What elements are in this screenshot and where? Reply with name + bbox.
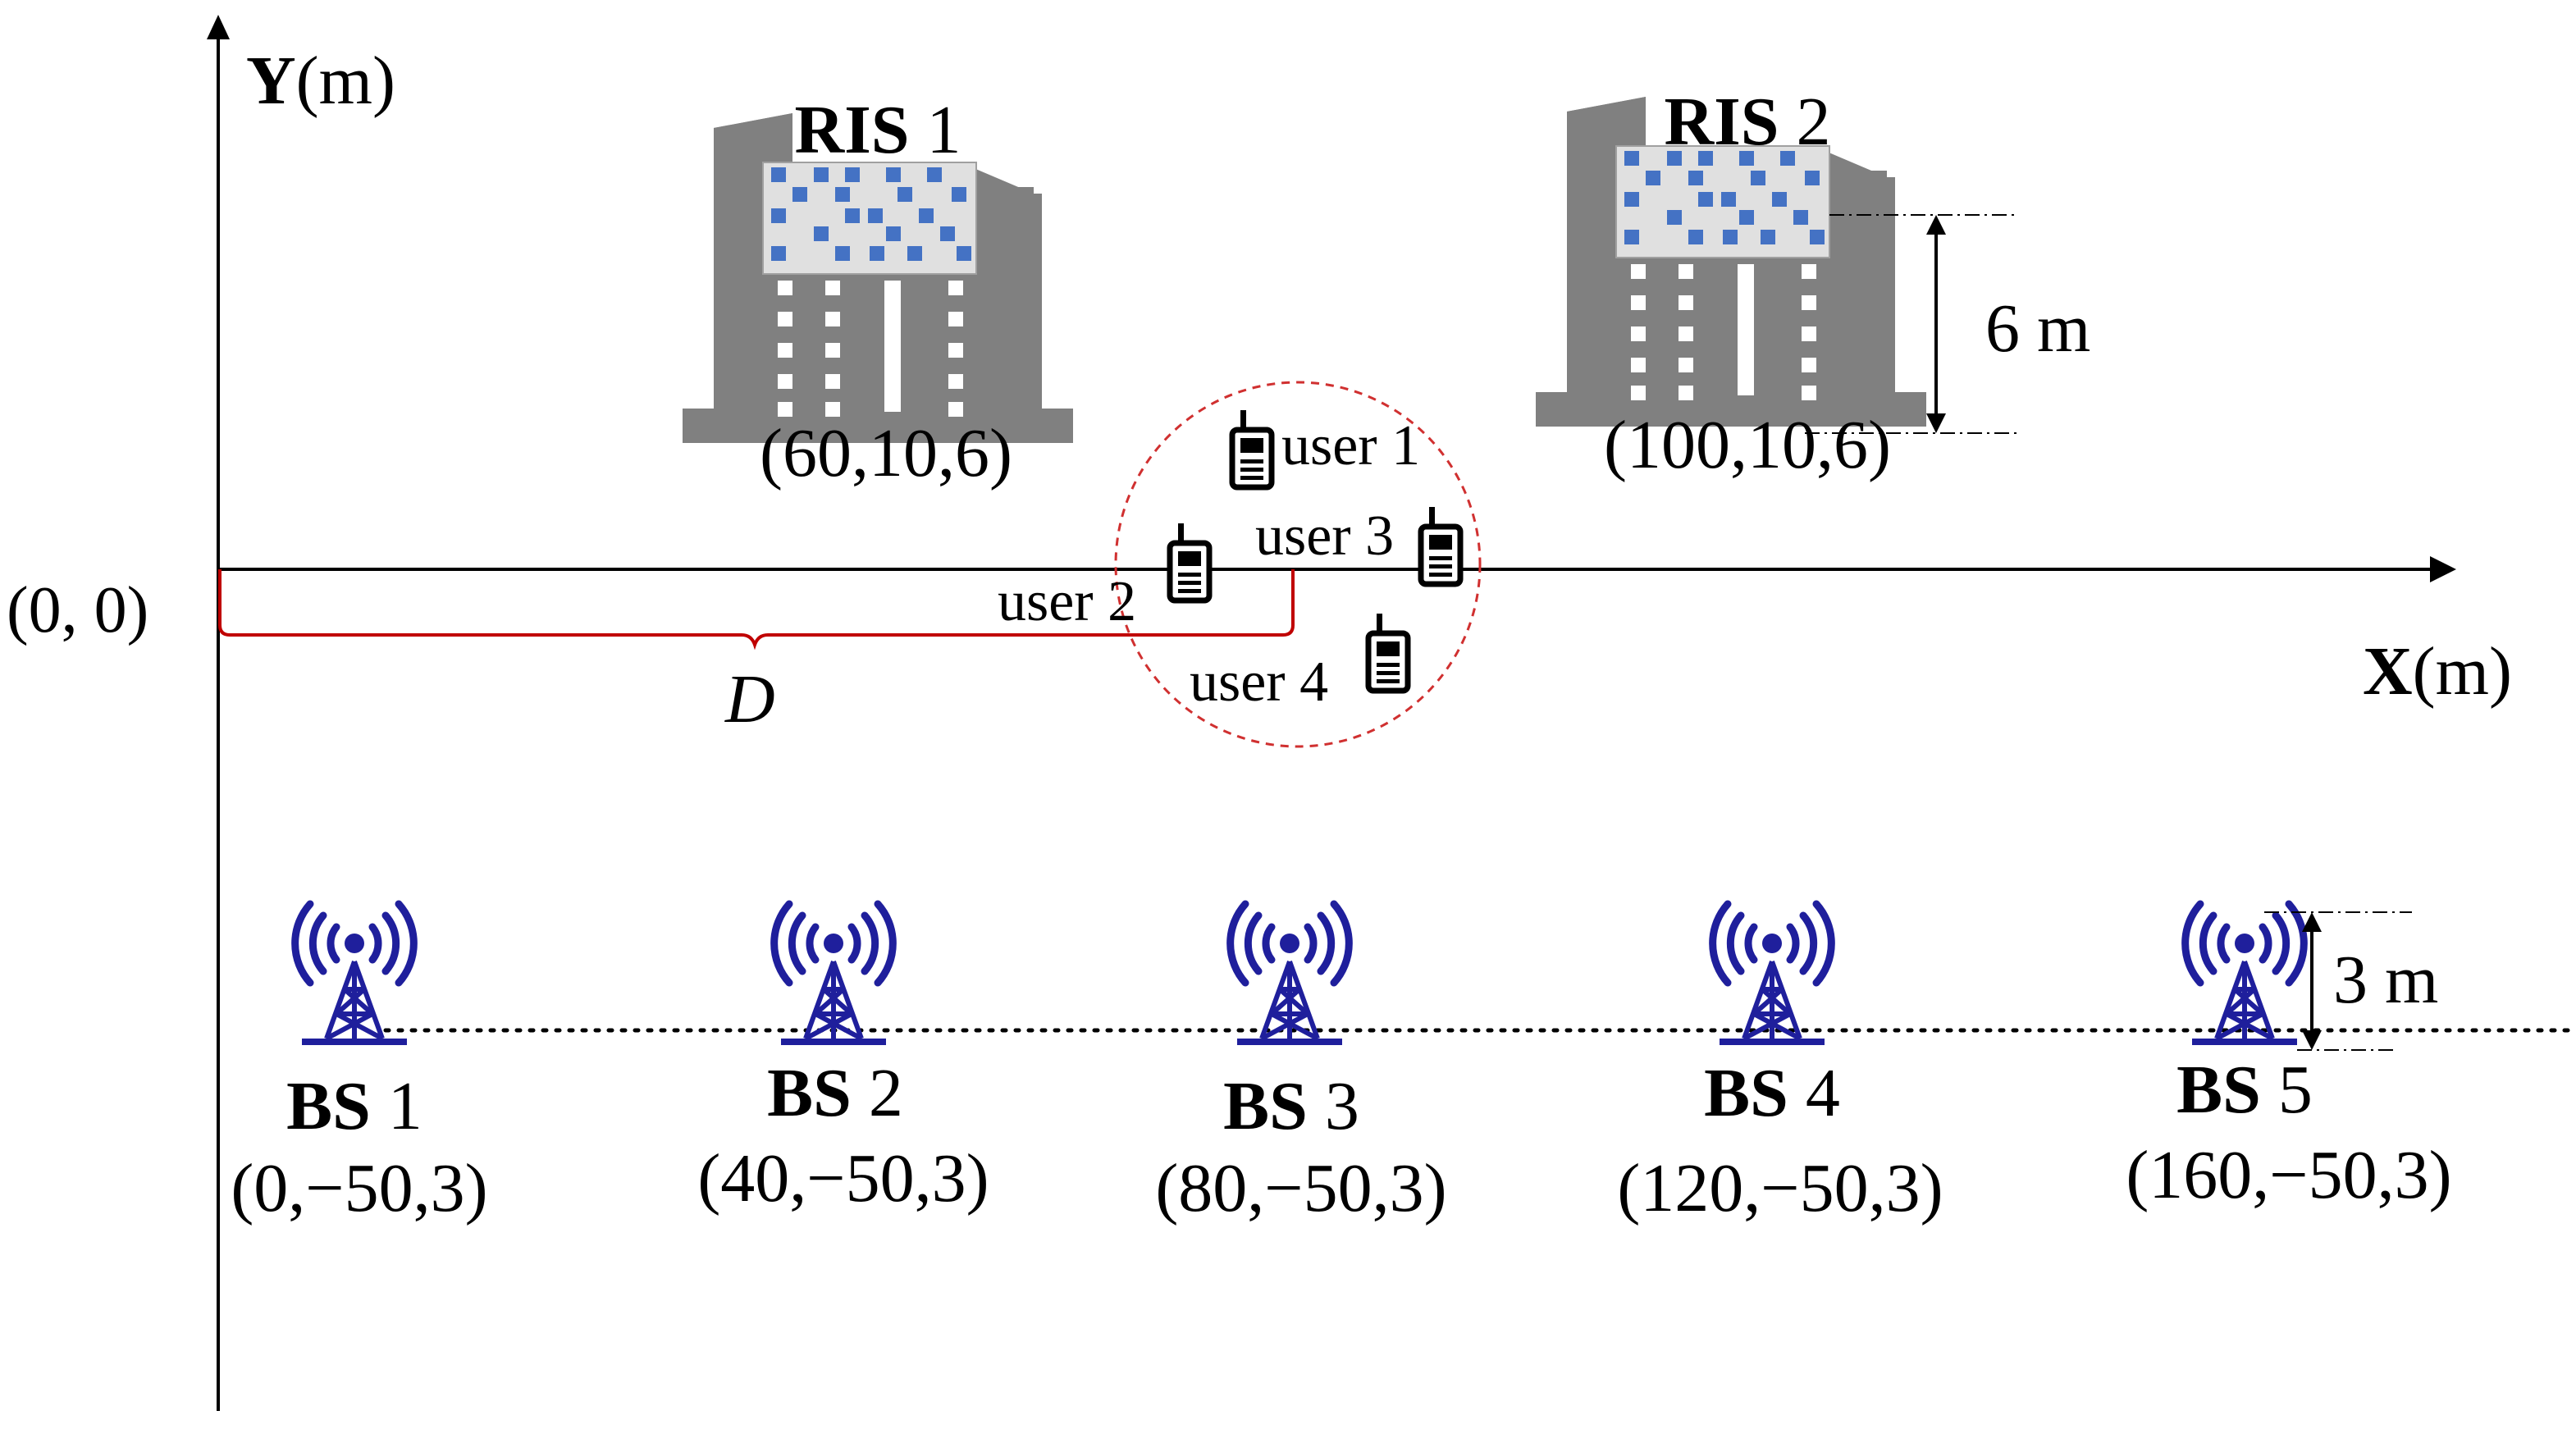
bs-5-coord: (160,−50,3) [2126, 1137, 2451, 1213]
user-2-label: user 2 [998, 570, 1136, 633]
ris-height-label: 6 m [1985, 290, 2090, 367]
bs-4-name: BS 4 [1704, 1055, 1840, 1131]
bs-2-coord: (40,−50,3) [697, 1140, 989, 1217]
user-1-label: user 1 [1281, 414, 1420, 477]
user-3: user 3 [1255, 504, 1460, 584]
user-cluster-circle [1114, 381, 1482, 748]
antenna-tower-icon [2185, 904, 2304, 1045]
user-1: user 1 [1232, 410, 1420, 487]
bs-1-name: BS 1 [286, 1068, 422, 1144]
antenna-tower-icon [774, 904, 893, 1045]
y-axis-label: Y(m) [246, 43, 395, 119]
ris-1-building: RIS 1 (60,10,6) [682, 92, 1074, 491]
walkie-talkie-icon [1170, 523, 1209, 600]
ris-1-name: RIS 1 [794, 92, 961, 168]
x-axis-label: X(m) [2363, 633, 2512, 710]
user-2: user 2 [998, 523, 1209, 633]
bs-height-label: 3 m [2333, 942, 2438, 1018]
x-axis-arrowhead [2430, 556, 2456, 582]
distance-label: D [724, 661, 775, 737]
bs-3-name: BS 3 [1223, 1068, 1359, 1144]
user-4: user 4 [1190, 614, 1408, 714]
walkie-talkie-icon [1368, 614, 1408, 691]
bs-1: BS 1 (0,−50,3) [231, 904, 488, 1226]
ris-2-building: RIS 2 (100,10,6) [1535, 84, 1927, 483]
user-3-label: user 3 [1255, 504, 1394, 568]
walkie-talkie-icon [1421, 507, 1460, 584]
distance-brace [218, 569, 1295, 651]
bs-5-name: BS 5 [2176, 1052, 2313, 1128]
bs-height-indicator: 3 m [2264, 911, 2438, 1051]
walkie-talkie-icon [1232, 410, 1272, 487]
antenna-tower-icon [295, 904, 414, 1045]
bs-1-coord: (0,−50,3) [231, 1150, 487, 1226]
ris-2-coord: (100,10,6) [1604, 407, 1891, 483]
ris-1-coord: (60,10,6) [760, 415, 1012, 491]
bs-5: BS 5 (160,−50,3) [2126, 904, 2452, 1213]
antenna-tower-icon [1713, 904, 1832, 1045]
origin-label: (0, 0) [7, 574, 148, 646]
antenna-tower-icon [1231, 904, 1350, 1045]
bs-2-name: BS 2 [767, 1055, 903, 1131]
ris-2-name: RIS 2 [1664, 84, 1830, 160]
bs-3-coord: (80,−50,3) [1155, 1150, 1446, 1226]
ris-height-indicator: 6 m [1805, 214, 2090, 434]
bs-4-coord: (120,−50,3) [1617, 1150, 1943, 1226]
bs-2: BS 2 (40,−50,3) [697, 904, 989, 1217]
bs-4: BS 4 (120,−50,3) [1617, 904, 1943, 1226]
bs-3: BS 3 (80,−50,3) [1155, 904, 1447, 1226]
user-4-label: user 4 [1190, 651, 1328, 714]
y-axis-arrowhead [207, 15, 230, 39]
